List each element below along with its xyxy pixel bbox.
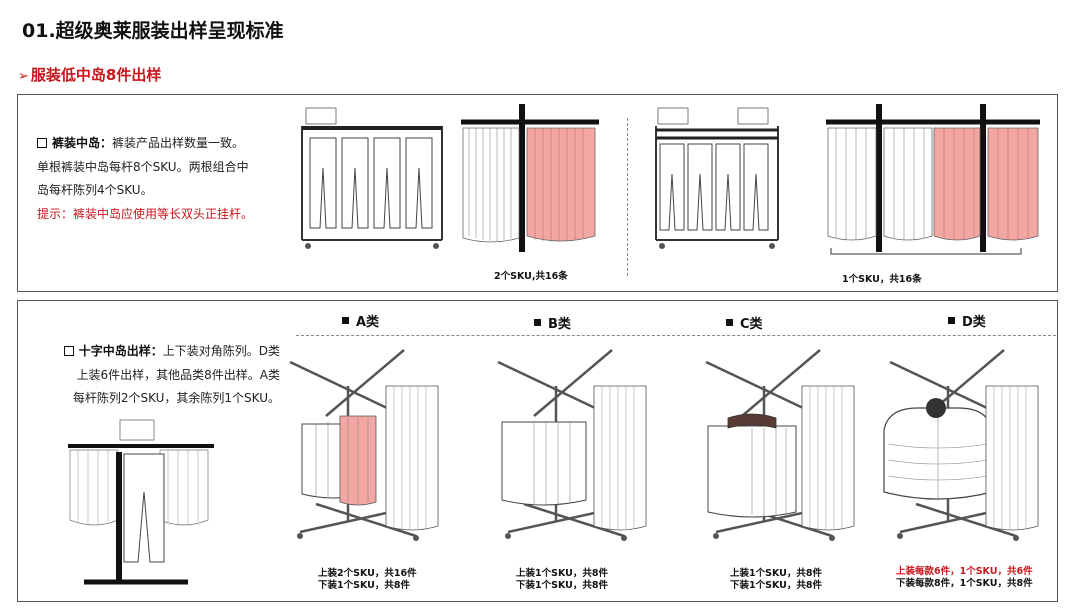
top-panel-line-1-text: 裤装产品出样数量一致。 [112, 136, 245, 150]
top-panel-lead: 裤装中岛： [52, 136, 113, 150]
rack-a-caption-1: 上装2个SKU，共16件 [318, 568, 417, 579]
rack-c-caption-2: 下装1个SKU，共8件 [730, 580, 822, 591]
rack-d-caption-2: 下装每款8件，1个SKU，共8件 [896, 578, 1033, 589]
pants-rack-front-single-illustration [301, 107, 443, 249]
pants-rack-side-double-illustration [826, 104, 1040, 252]
rack-c-caption-1: 上装1个SKU，共8件 [730, 568, 822, 579]
bottom-panel-line-1-text: 上下装对角陈列。D类 [162, 344, 280, 358]
square-bullet-icon [342, 317, 349, 324]
rack-d-illustration [883, 349, 1039, 541]
top-divider [627, 118, 628, 276]
category-label-a-text: A类 [356, 315, 380, 330]
section-title-text: 服装低中岛8件出样 [30, 66, 162, 84]
top-panel-line-3: 岛每杆陈列4个SKU。 [37, 183, 153, 197]
checkbox-icon [37, 138, 47, 148]
bottom-divider [296, 335, 1056, 336]
category-label-c-text: C类 [740, 317, 763, 332]
top-panel-line-1: 裤装中岛：裤装产品出样数量一致。 [37, 132, 287, 156]
category-label-b-text: B类 [548, 317, 571, 332]
top-caption-left: 2个SKU,共16条 [494, 271, 568, 282]
category-label-d-text: D类 [962, 315, 986, 330]
rack-b-caption-2: 下装1个SKU，共8件 [516, 580, 608, 591]
section-title: ➢服装低中岛8件出样 [18, 64, 161, 85]
bottom-panel-line-2: 上装6件出样，其他品类8件出样。A类 [76, 367, 280, 382]
top-right-bracket [830, 248, 1022, 255]
category-label-c: C类 [726, 313, 763, 332]
rack-c-illustration [705, 349, 855, 541]
top-panel-description: 裤装中岛：裤装产品出样数量一致。 单根裤装中岛每杆8个SKU。两根组合中 岛每杆… [37, 132, 287, 226]
pants-rack-side-single-illustration [461, 104, 599, 252]
bottom-panel-lead: 十字中岛出样： [78, 344, 163, 358]
top-caption-right: 1个SKU，共16条 [842, 274, 922, 285]
category-label-a: A类 [342, 311, 379, 330]
rack-a-illustration [289, 349, 439, 541]
bottom-panel-description: 十字中岛出样：上下装对角陈列。D类 上装6件出样，其他品类8件出样。A类 每杆陈… [30, 340, 280, 411]
arrow-icon: ➢ [18, 69, 29, 84]
rack-d-caption-1: 上装每款6件，1个SKU，共6件 [896, 566, 1033, 577]
checkbox-icon [63, 346, 74, 356]
rack-b-caption-1: 上装1个SKU，共8件 [516, 568, 608, 579]
top-panel-line-2: 单根裤装中岛每杆8个SKU。两根组合中 [37, 159, 249, 174]
square-bullet-icon [534, 319, 541, 326]
pants-rack-front-double-illustration [655, 107, 779, 249]
cross-island-illustration [68, 419, 214, 585]
bottom-panel-line-3: 每杆陈列2个SKU，其余陈列1个SKU。 [72, 391, 280, 405]
square-bullet-icon [948, 317, 955, 324]
top-panel-note: 提示：裤装中岛应使用等长双头正挂杆。 [37, 206, 254, 221]
rack-a-caption-2: 下装1个SKU，共8件 [318, 580, 410, 591]
rack-b-illustration [497, 349, 647, 541]
category-label-d: D类 [948, 311, 986, 330]
category-label-b: B类 [534, 313, 571, 332]
bottom-panel-line-1: 十字中岛出样：上下装对角陈列。D类 [30, 340, 280, 364]
square-bullet-icon [726, 319, 733, 326]
page-title: 01.超级奥莱服装出样呈现标准 [22, 20, 284, 42]
